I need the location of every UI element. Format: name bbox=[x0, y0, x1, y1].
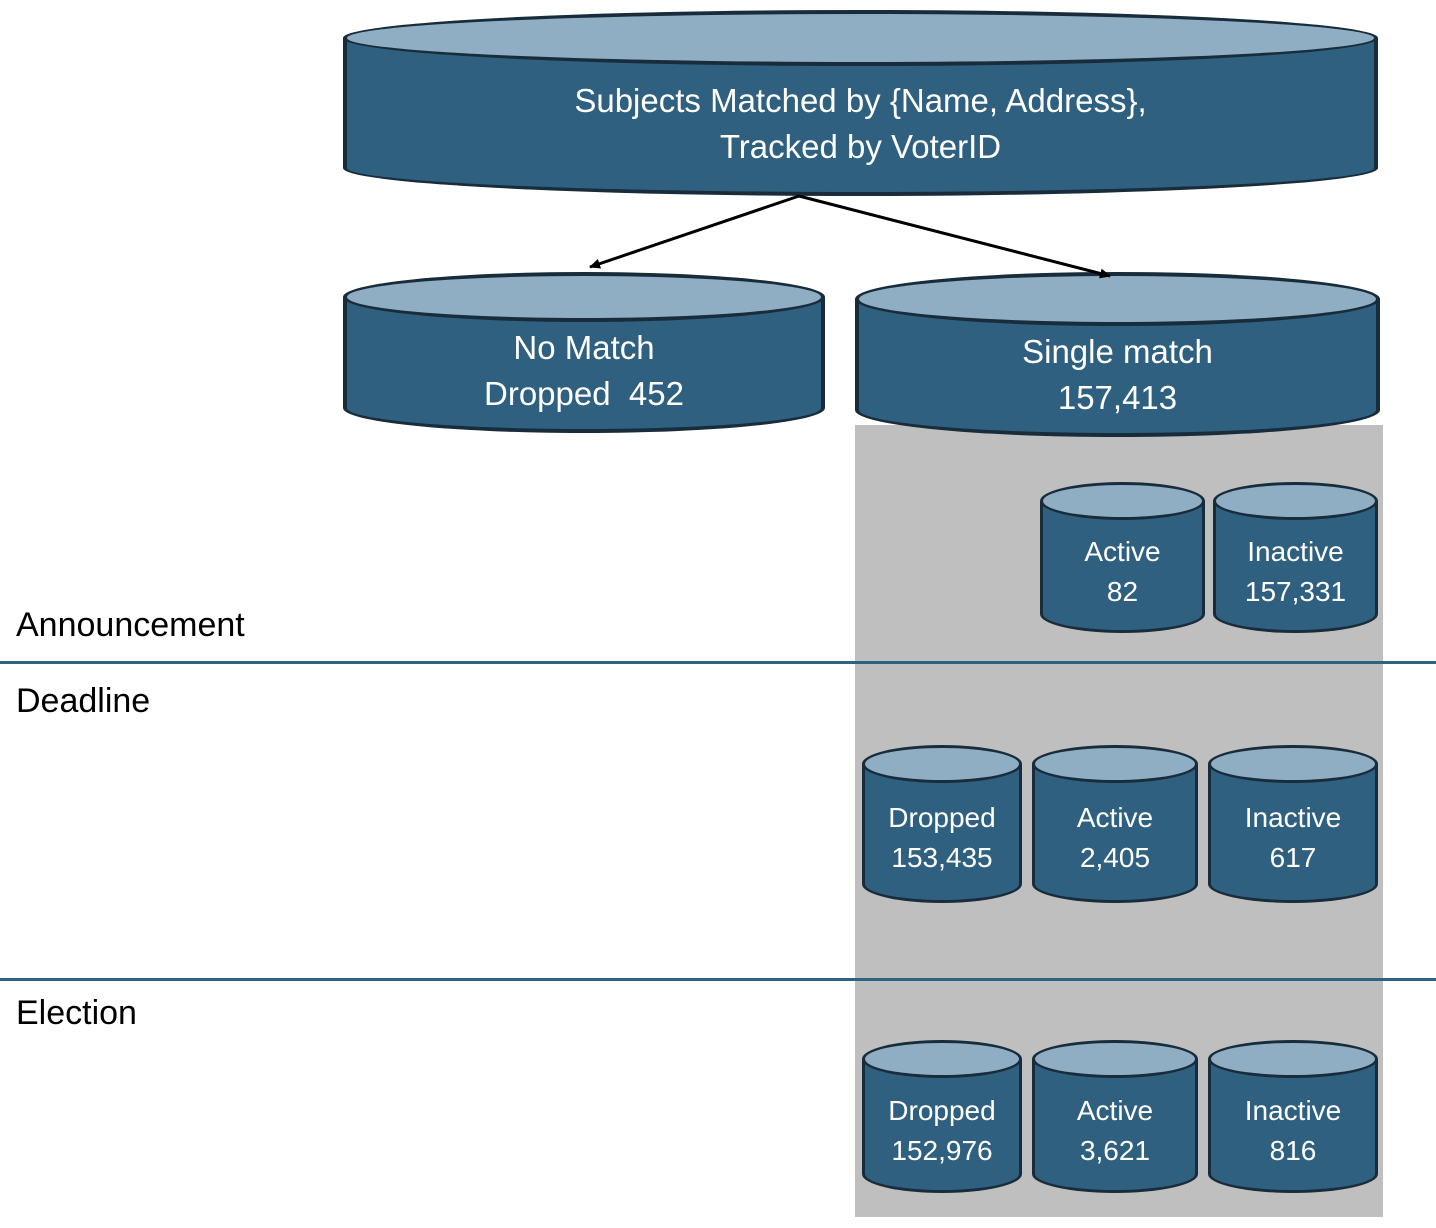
root-title-line2: Tracked by VoterID bbox=[719, 128, 1002, 165]
cylinder-body bbox=[1213, 501, 1378, 633]
deadline-active-value: 2,405 bbox=[1079, 842, 1151, 874]
cylinder-body bbox=[855, 299, 1380, 437]
cylinder-top-ellipse bbox=[343, 10, 1378, 66]
cylinder-top-ellipse bbox=[862, 1040, 1022, 1078]
cylinder-top-ellipse bbox=[1213, 482, 1378, 520]
arrow-to-no-match bbox=[589, 194, 800, 269]
announcement-inactive-value: 157,331 bbox=[1244, 575, 1347, 607]
cylinder-body bbox=[862, 764, 1022, 903]
db-cylinder-deadline-dropped: Dropped 153,435 bbox=[862, 745, 1022, 903]
db-cylinder-announcement-inactive: Inactive 157,331 bbox=[1213, 482, 1378, 633]
db-cylinder-election-inactive: Inactive 816 bbox=[1208, 1040, 1378, 1193]
deadline-dropped-value: 153,435 bbox=[891, 842, 993, 874]
db-cylinder-election-active: Active 3,621 bbox=[1032, 1040, 1198, 1193]
single-match-label: Single match bbox=[1022, 332, 1213, 370]
section-label-announcement: Announcement bbox=[16, 606, 245, 644]
election-inactive-label: Inactive bbox=[1244, 1094, 1342, 1126]
section-label-election: Election bbox=[16, 994, 137, 1032]
cylinder-body bbox=[1208, 764, 1378, 903]
announcement-active-value: 82 bbox=[1106, 575, 1139, 607]
cylinder-top-ellipse bbox=[1208, 745, 1378, 783]
election-dropped-value: 152,976 bbox=[891, 1134, 993, 1166]
cylinder-top-ellipse bbox=[855, 272, 1380, 326]
cylinder-top-ellipse bbox=[1032, 1040, 1198, 1078]
arrow-to-single-match bbox=[798, 194, 1111, 279]
announcement-active-label: Active bbox=[1084, 535, 1161, 567]
election-active-value: 3,621 bbox=[1079, 1134, 1151, 1166]
election-dropped-label: Dropped bbox=[888, 1094, 996, 1126]
cylinder-body bbox=[1040, 501, 1205, 633]
deadline-inactive-label: Inactive bbox=[1244, 802, 1342, 834]
cylinder-body bbox=[1032, 1059, 1198, 1193]
db-cylinder-root: Subjects Matched by {Name, Address}, Tra… bbox=[343, 10, 1378, 196]
cylinder-body bbox=[862, 1059, 1022, 1193]
cylinder-body bbox=[1032, 764, 1198, 903]
no-match-value: Dropped 452 bbox=[484, 375, 684, 413]
root-title-line1: Subjects Matched by {Name, Address}, bbox=[574, 82, 1147, 119]
announcement-inactive-label: Inactive bbox=[1247, 535, 1344, 567]
cylinder-top-ellipse bbox=[1032, 745, 1198, 783]
no-match-label: No Match bbox=[513, 329, 655, 367]
cylinder-top-ellipse bbox=[343, 272, 825, 322]
db-cylinder-single-match: Single match 157,413 bbox=[855, 272, 1380, 437]
deadline-dropped-label: Dropped bbox=[888, 802, 996, 834]
section-label-deadline: Deadline bbox=[16, 682, 151, 720]
db-cylinder-deadline-active: Active 2,405 bbox=[1032, 745, 1198, 903]
db-cylinder-deadline-inactive: Inactive 617 bbox=[1208, 745, 1378, 903]
deadline-active-label: Active bbox=[1076, 802, 1154, 834]
section-divider-deadline-election bbox=[0, 978, 1436, 981]
db-cylinder-election-dropped: Dropped 152,976 bbox=[862, 1040, 1022, 1193]
db-cylinder-announcement-active: Active 82 bbox=[1040, 482, 1205, 633]
single-match-value: 157,413 bbox=[1057, 378, 1178, 416]
cylinder-top-ellipse bbox=[1208, 1040, 1378, 1078]
section-divider-announcement-deadline bbox=[0, 661, 1436, 664]
election-inactive-value: 816 bbox=[1269, 1134, 1317, 1166]
deadline-inactive-value: 617 bbox=[1269, 842, 1317, 874]
cylinder-body bbox=[1208, 1059, 1378, 1193]
cylinder-top-ellipse bbox=[1040, 482, 1205, 520]
db-cylinder-no-match: No Match Dropped 452 bbox=[343, 272, 825, 433]
election-active-label: Active bbox=[1076, 1094, 1154, 1126]
cylinder-top-ellipse bbox=[862, 745, 1022, 783]
